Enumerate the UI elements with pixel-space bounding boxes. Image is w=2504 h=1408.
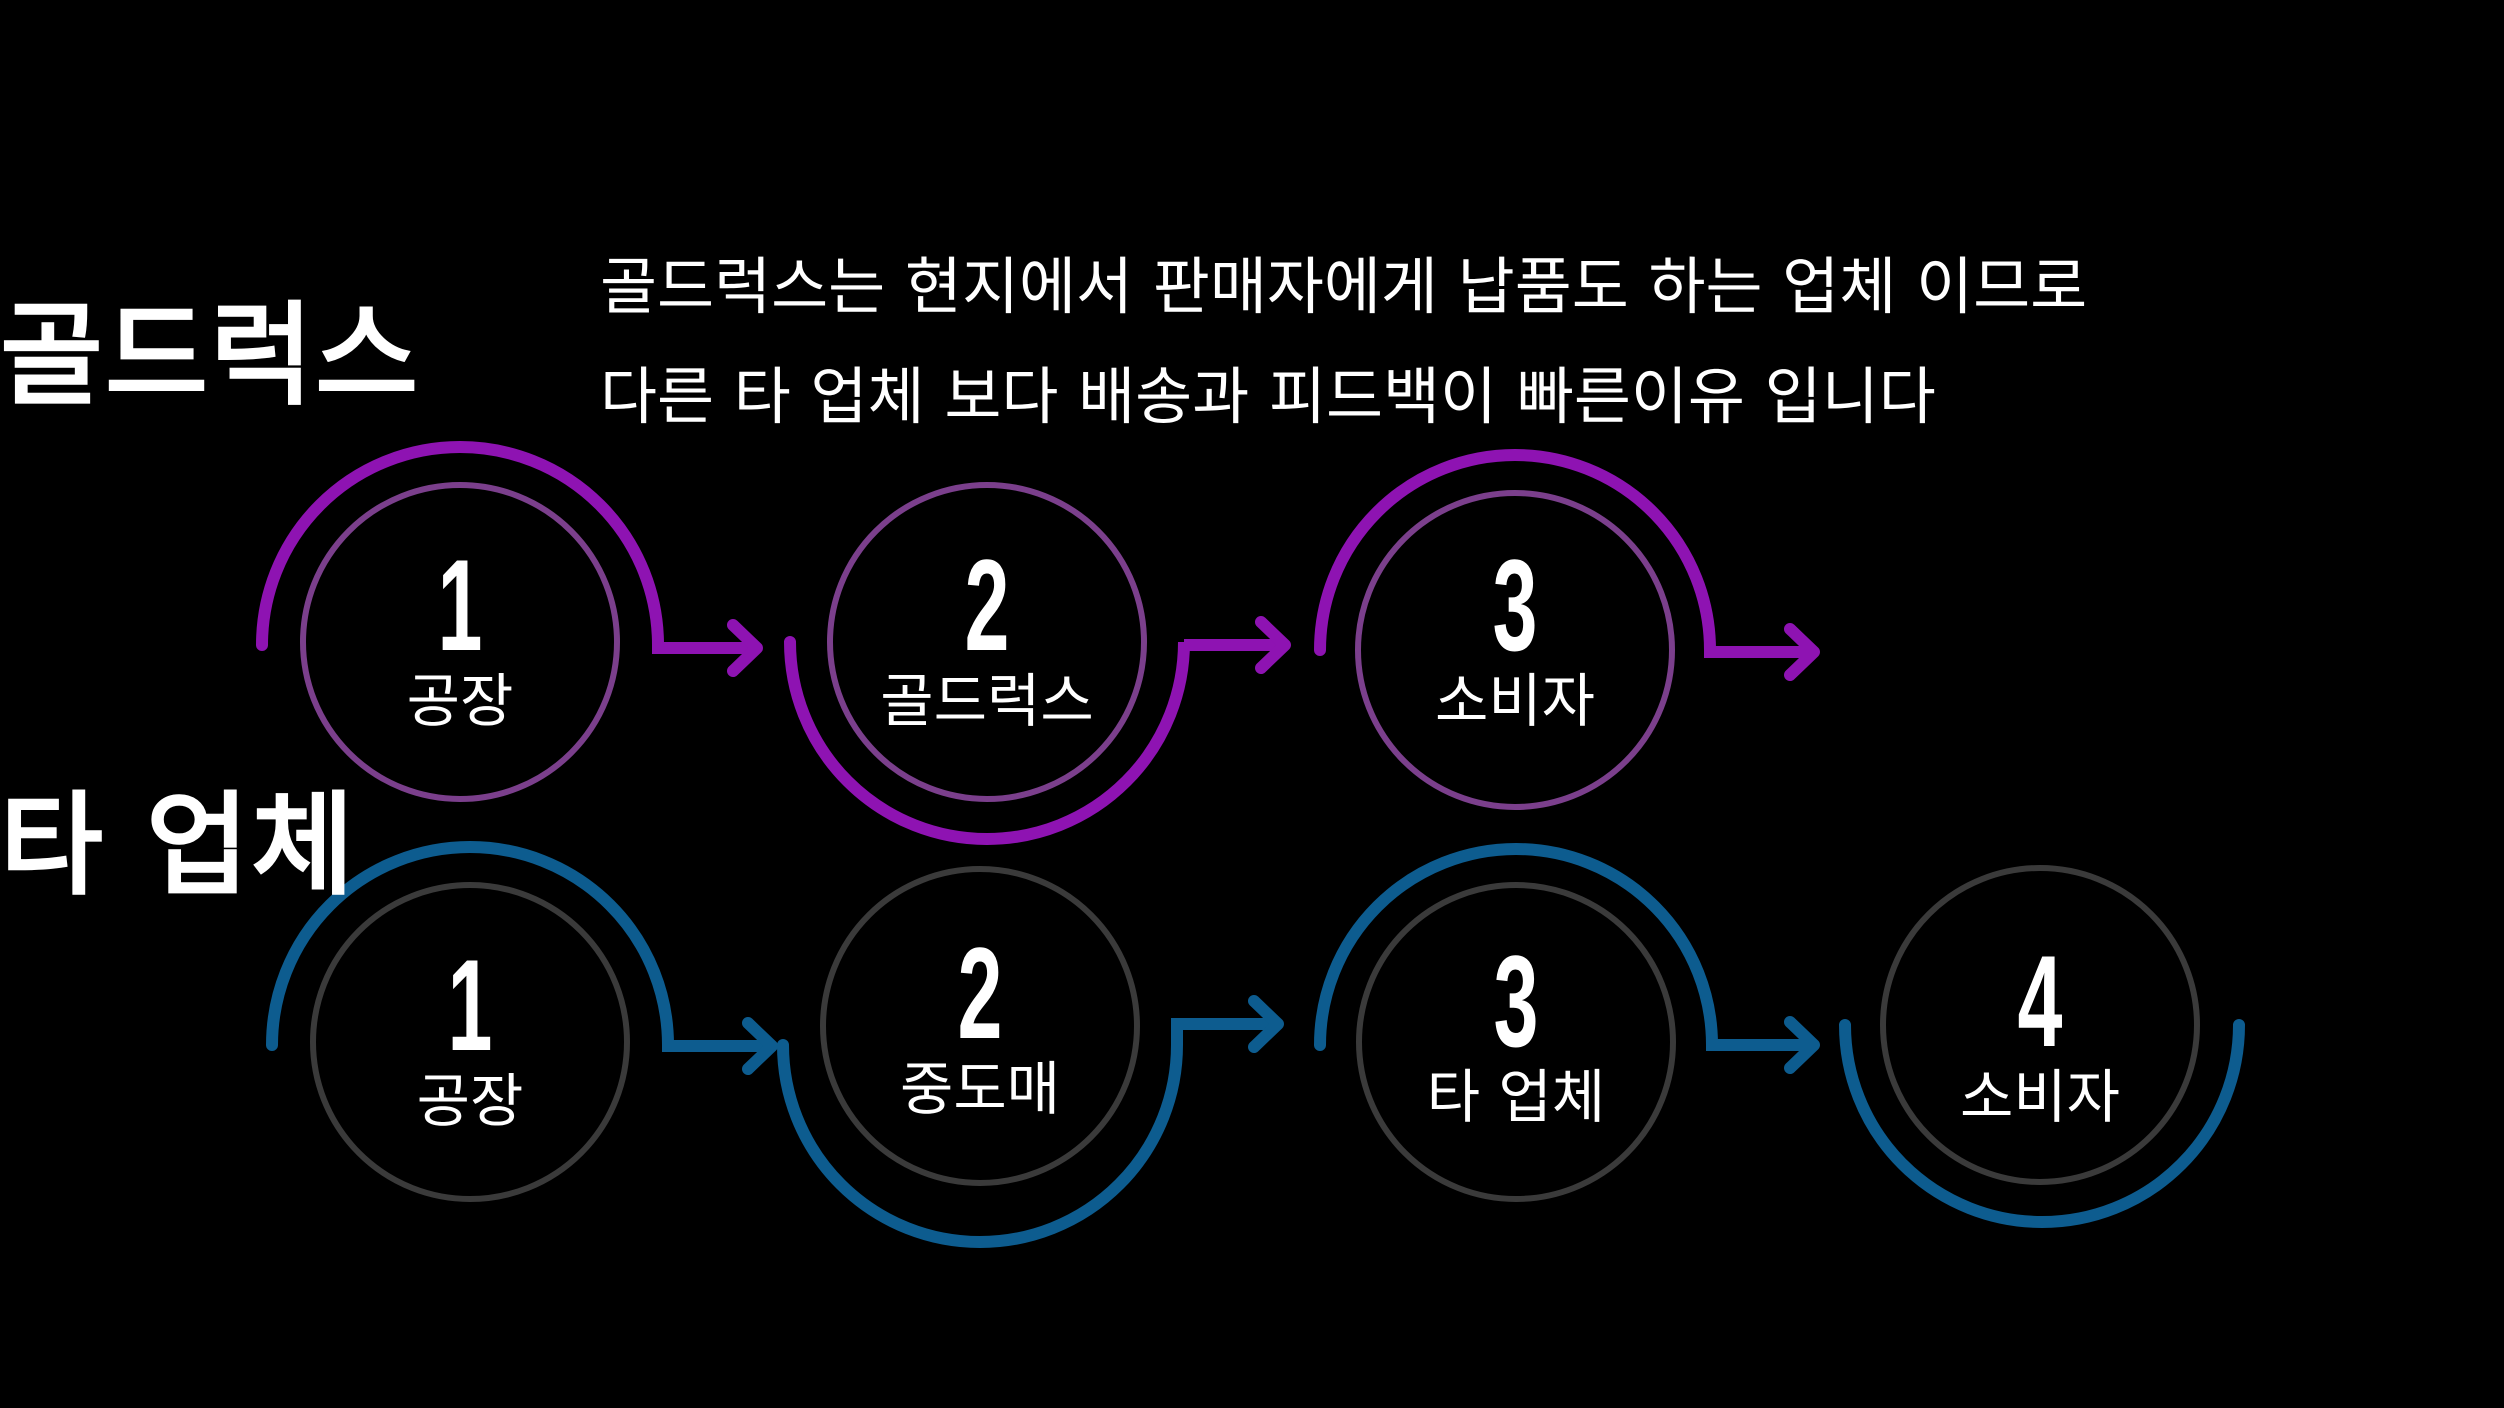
step-label: 소비자 (1434, 667, 1596, 735)
other-step1-circle (310, 882, 630, 1202)
description-line-2: 다른 타 업체 보다 배송과 피드백이 빠른이유 입니다 (600, 360, 1936, 433)
other-step3-arc (1314, 843, 1818, 1051)
step-number: 2 (964, 532, 1010, 678)
goldrex-step2-arc (784, 636, 1289, 845)
step-label: 중도매 (899, 1055, 1061, 1123)
step-number: 3 (1493, 928, 1539, 1074)
other-step-1: 1 공장 (310, 940, 630, 1130)
step-number: 1 (447, 932, 493, 1078)
other-step2-arc (777, 1018, 1282, 1248)
other-companies-title: 타 업체 (0, 781, 357, 911)
other-step-4: 4 소비자 (1880, 936, 2200, 1126)
step-number: 3 (1492, 532, 1538, 678)
other-arrow3-icon (1784, 1016, 1820, 1074)
other-arrow1-icon (742, 1017, 778, 1075)
goldrex-arrow1-icon (727, 619, 763, 677)
goldrex-flow (256, 441, 1820, 845)
goldrex-title: 골드럭스 (0, 291, 421, 421)
description-line-1: 골드럭스는 현지에서 판매자에게 납품도 하는 업체 이므로 (600, 250, 2088, 323)
other-step4-arc (1839, 1019, 2245, 1228)
description: 골드럭스는 현지에서 판매자에게 납품도 하는 업체 이므로 다른 타 업체 보… (600, 232, 2087, 452)
other-step-3: 3 타 업체 (1356, 936, 1676, 1126)
step-label: 타 업체 (1426, 1063, 1606, 1131)
goldrex-step-1: 1 공장 (300, 540, 620, 730)
step-label: 골드럭스 (880, 667, 1094, 735)
other-step-2: 2 중도매 (820, 928, 1140, 1118)
goldrex-step-2: 2 골드럭스 (827, 540, 1147, 730)
goldrex-step3-arc (1314, 449, 1818, 658)
step-number: 2 (957, 920, 1003, 1066)
other-flow (266, 841, 2245, 1248)
other-step1-arc (266, 841, 776, 1052)
goldrex-arrow3-icon (1784, 623, 1820, 681)
other-step4-circle (1880, 865, 2200, 1185)
goldrex-step3-circle (1355, 490, 1675, 810)
goldrex-arrow2-icon (1255, 616, 1291, 674)
step-label: 공장 (406, 667, 514, 735)
goldrex-step-3: 3 소비자 (1355, 540, 1675, 730)
other-arrow2-icon (1248, 995, 1284, 1053)
step-label: 공장 (416, 1067, 524, 1135)
goldrex-step1-arc (256, 441, 761, 654)
step-label: 소비자 (1959, 1063, 2121, 1131)
step-number: 4 (2017, 928, 2063, 1074)
step-number: 1 (437, 532, 483, 678)
goldrex-step2-circle (827, 482, 1147, 802)
other-step2-circle (820, 866, 1140, 1186)
goldrex-step1-circle (300, 482, 620, 802)
other-step3-circle (1356, 882, 1676, 1202)
